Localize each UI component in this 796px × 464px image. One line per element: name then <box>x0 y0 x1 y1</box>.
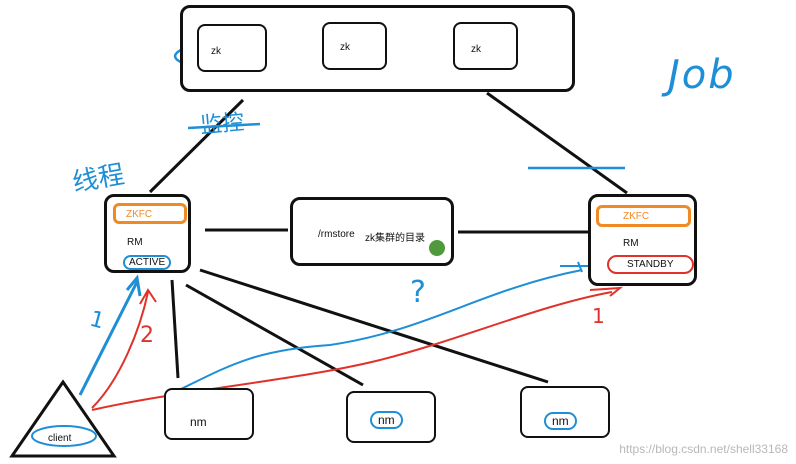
nm-node-3: nm <box>520 386 610 438</box>
question-mark: ? <box>410 275 426 310</box>
rm-active-label: RM <box>127 237 143 248</box>
zk-to-rm-standby-line <box>486 91 628 195</box>
zk-node-3-label: zk <box>471 44 481 55</box>
rm-active-zkfc: ZKFC <box>113 203 187 224</box>
rm-active-box: ZKFC RM ACTIVE <box>104 194 191 273</box>
zk-node-1-label: zk <box>211 46 221 57</box>
zk-node-3: zk <box>453 22 518 70</box>
nm-node-1: nm <box>164 388 254 440</box>
nm-node-1-label: nm <box>190 415 207 429</box>
zk-node-1: zk <box>197 24 267 72</box>
client-label: client <box>48 433 72 444</box>
rm-standby-zkfc: ZKFC <box>596 205 691 227</box>
zk-node-2: zk <box>322 22 387 70</box>
zk-node-2-label: zk <box>340 42 350 53</box>
nm-node-2: nm <box>346 391 436 443</box>
arrow-right-label: 1 <box>592 304 605 328</box>
rm-standby-label: RM <box>623 238 639 249</box>
job-annotation: Job <box>668 52 736 98</box>
rmstore-desc: zk集群的目录 <box>365 233 425 244</box>
rmstore-path: /rmstore <box>318 229 355 240</box>
client-to-active-red-arrow <box>91 291 149 409</box>
watermark-text: https://blog.csdn.net/shell33168 <box>619 442 788 456</box>
monitor-annotation: 监控 <box>199 110 246 139</box>
monitor-underline <box>187 122 261 130</box>
rm-to-nm3-line <box>199 268 549 384</box>
client-node <box>9 379 117 458</box>
zk-to-rm-active-line <box>148 98 245 194</box>
rm-standby-state: STANDBY <box>607 255 694 274</box>
edit-icon <box>429 240 445 256</box>
client-to-active-arrow <box>78 281 139 396</box>
rm-active-state: ACTIVE <box>123 255 172 270</box>
nm-node-2-label: nm <box>370 411 403 429</box>
rm-standby-box: ZKFC RM STANDBY <box>588 194 697 286</box>
client-to-standby-blue-curve <box>174 269 583 393</box>
arrow-2-label: 2 <box>140 323 154 348</box>
nm-node-3-label: nm <box>544 412 577 430</box>
rmstore-box: /rmstore zk集群的目录 <box>290 197 454 266</box>
rm-to-nm1-line <box>170 279 180 379</box>
rm-to-nm2-line <box>185 283 364 387</box>
